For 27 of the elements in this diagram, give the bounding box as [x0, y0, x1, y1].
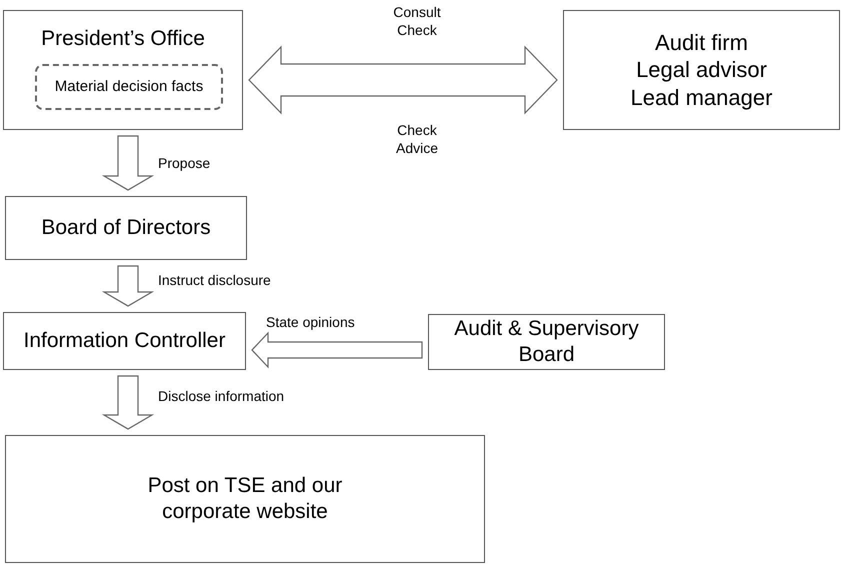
block-arrow: [251, 331, 423, 369]
box-text: Audit firm: [655, 28, 748, 56]
box-text: Post on TSE and our corporate website: [146, 472, 344, 525]
process-box: [3, 10, 243, 130]
edge-label: State opinions: [266, 314, 355, 332]
box-text: Information Controller: [24, 328, 226, 354]
process-box: [428, 314, 665, 370]
block-arrow: [102, 375, 154, 430]
box-text: Board of Directors: [41, 215, 211, 242]
block-arrow: [102, 135, 154, 191]
process-box: [5, 196, 247, 260]
edge-label: Instruct disclosure: [158, 272, 271, 290]
edge-label: Consult Check: [392, 4, 442, 39]
process-box: [3, 312, 246, 370]
dashed-rounded-box: [35, 64, 223, 110]
edge-label: Propose: [158, 155, 210, 172]
process-box: [563, 10, 840, 130]
box-text: Audit & Supervisory Board: [453, 316, 640, 368]
box-text: Lead manager: [630, 84, 772, 112]
process-box: [5, 435, 485, 563]
edge-label: Disclose information: [158, 388, 284, 406]
box-text: Material decision facts: [54, 78, 204, 96]
box-text: Legal advisor: [636, 56, 767, 84]
annotation-text: Check Advice: [394, 122, 440, 157]
box-text: President’s Office: [41, 26, 205, 52]
block-arrow: [102, 265, 154, 307]
block-arrow: [248, 46, 558, 114]
